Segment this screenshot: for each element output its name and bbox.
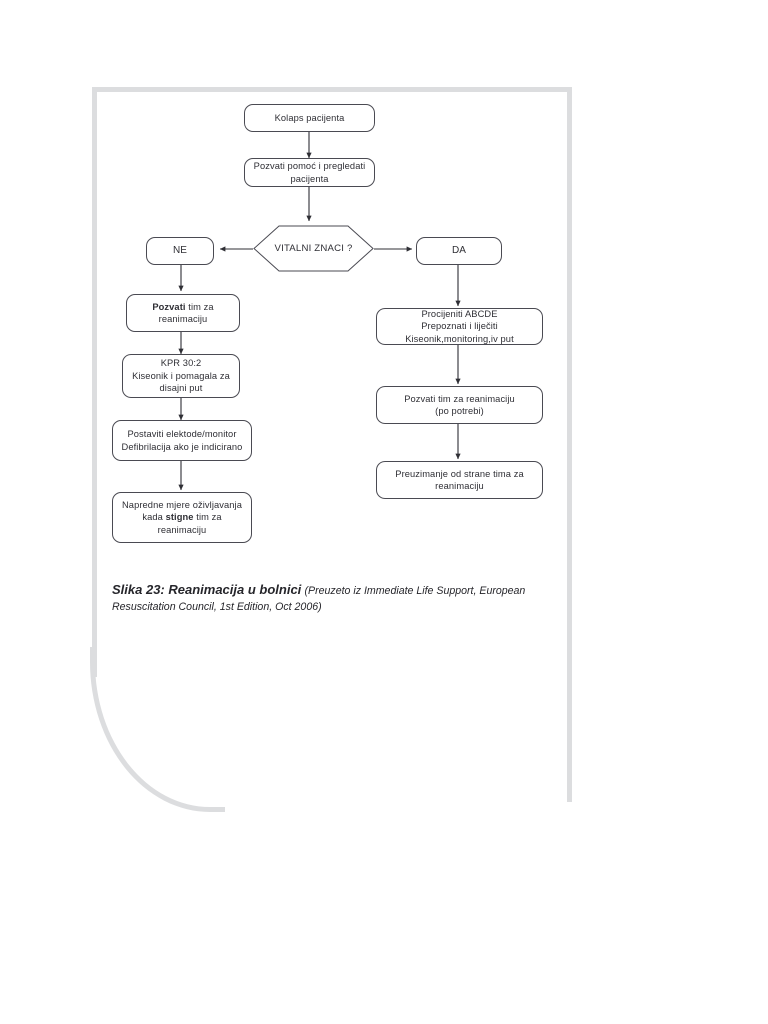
node-call-team[interactable]: Pozvati tim za reanimaciju	[126, 294, 240, 332]
node-electrodes-line1: Postaviti elektode/monitor	[127, 429, 237, 440]
node-call-help-label: Pozvati pomoć i pregledati pacijenta	[249, 160, 370, 185]
resuscitation-flowchart: Kolaps pacijenta Pozvati pomoć i pregled…	[92, 87, 572, 802]
node-handover[interactable]: Preuzimanje od strane tima za reanimacij…	[376, 461, 543, 499]
node-call-team-line1-rest: tim za	[185, 301, 214, 312]
node-call-team-label: Pozvati tim za reanimaciju	[131, 301, 235, 326]
node-abcde-line2: Prepoznati i liječiti	[421, 321, 498, 332]
node-call-team-2-line1: Pozvati tim za reanimaciju	[404, 393, 515, 404]
node-yes[interactable]: DA	[416, 237, 502, 265]
node-advanced-bold: stigne	[165, 512, 194, 523]
node-abcde-line1: Procijeniti ABCDE	[421, 308, 498, 319]
node-collapse-label: Kolaps pacijenta	[274, 112, 345, 123]
caption-title: Slika 23: Reanimacija u bolnici	[112, 582, 302, 597]
page-edge-right	[567, 87, 572, 802]
node-abcde-line3: Kiseonik,monitoring,iv put	[405, 333, 514, 344]
node-call-help[interactable]: Pozvati pomoć i pregledati pacijenta	[244, 158, 375, 187]
node-call-team-bold: Pozvati	[152, 301, 186, 312]
node-cpr-line3: disajni put	[159, 383, 203, 394]
node-cpr-line1: KPR 30:2	[160, 358, 202, 369]
node-vital-signs[interactable]: VITALNI ZNACI ?	[253, 225, 374, 272]
node-yes-label: DA	[451, 244, 467, 256]
node-call-help-line2: pacijenta	[290, 173, 329, 184]
node-abcde[interactable]: Procijeniti ABCDE Prepoznati i liječiti …	[376, 308, 543, 345]
page-edge-top	[92, 87, 572, 92]
document-page: Kolaps pacijenta Pozvati pomoć i pregled…	[90, 87, 572, 812]
node-vital-signs-label: VITALNI ZNACI ?	[274, 243, 353, 254]
node-handover-label: Preuzimanje od strane tima za reanimacij…	[381, 468, 538, 493]
node-collapse[interactable]: Kolaps pacijenta	[244, 104, 375, 132]
node-handover-line2: reanimaciju	[435, 481, 484, 491]
node-call-team-2-label: Pozvati tim za reanimaciju (po potrebi)	[381, 393, 538, 418]
flowchart-connectors	[178, 132, 461, 491]
node-abcde-label: Procijeniti ABCDE Prepoznati i liječiti …	[381, 308, 538, 345]
node-electrodes-label: Postaviti elektode/monitor Defibrilacija…	[117, 428, 247, 453]
node-advanced-line2a: kada	[142, 512, 166, 523]
node-electrodes[interactable]: Postaviti elektode/monitor Defibrilacija…	[112, 420, 252, 461]
node-advanced-label: Napredne mjere oživljavanja kada stigne …	[117, 499, 247, 536]
node-cpr-line2: Kiseonik i pomagala za	[132, 370, 230, 381]
node-call-help-line1: Pozvati pomoć i pregledati	[253, 161, 366, 172]
node-cpr[interactable]: KPR 30:2 Kiseonik i pomagala za disajni …	[122, 354, 240, 398]
node-advanced-line1: Napredne mjere oživljavanja	[121, 499, 242, 510]
node-call-team-2-line2: (po potrebi)	[435, 406, 484, 416]
node-call-team-2[interactable]: Pozvati tim za reanimaciju (po potrebi)	[376, 386, 543, 424]
page-edge-left	[92, 87, 97, 677]
node-no-label: NE	[172, 244, 188, 256]
node-no[interactable]: NE	[146, 237, 214, 265]
node-handover-line1: Preuzimanje od strane tima za	[395, 468, 524, 479]
node-call-team-line2: reanimaciju	[158, 314, 208, 324]
node-electrodes-line2: Defibrilacija ako je indicirano	[121, 441, 243, 452]
node-advanced[interactable]: Napredne mjere oživljavanja kada stigne …	[112, 492, 252, 543]
hexagon-shape	[253, 225, 374, 272]
node-cpr-label: KPR 30:2 Kiseonik i pomagala za disajni …	[127, 357, 235, 394]
caption-source: (Preuzeto iz Immediate Life Support, Eur…	[112, 585, 526, 613]
node-advanced-line3: reanimaciju	[157, 524, 207, 535]
node-advanced-line2b: tim za	[193, 512, 222, 523]
figure-caption: Slika 23: Reanimacija u bolnici (Preuzet…	[112, 582, 564, 615]
